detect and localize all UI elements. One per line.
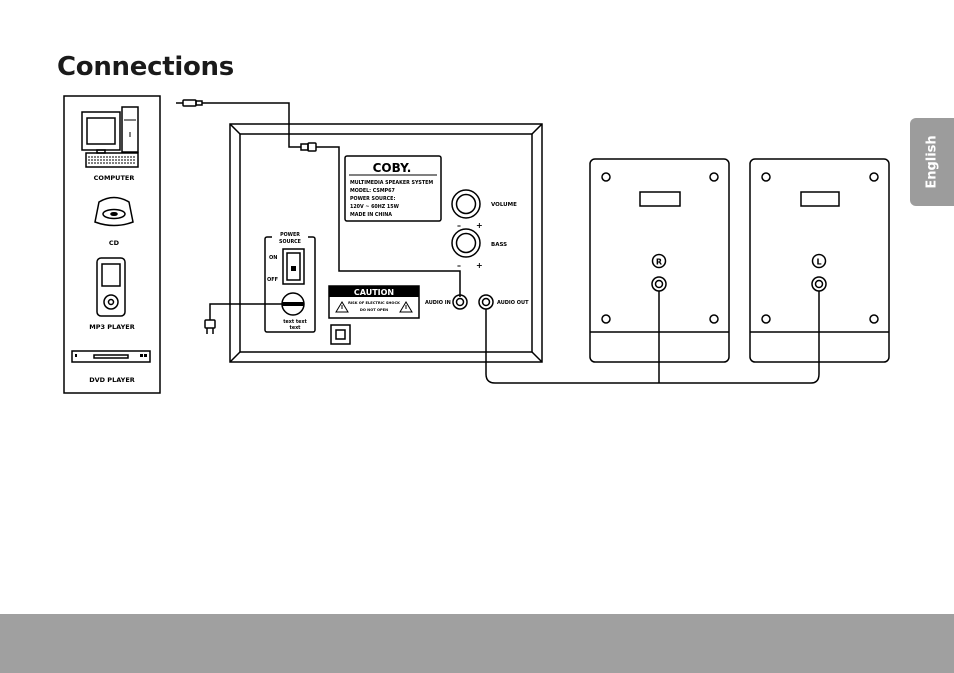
audio-in-jack[interactable] — [452, 294, 468, 310]
fuse-holder[interactable] — [281, 292, 305, 316]
mp3-player-icon — [96, 257, 126, 317]
right-channel-marker — [651, 253, 667, 269]
mp3-player-label: MP3 PLAYER — [89, 323, 134, 331]
fuse-text-line-2: text — [290, 325, 302, 331]
rating-line-4: 120V ~ 60HZ 15W — [350, 204, 400, 210]
bass-knob[interactable] — [451, 228, 481, 258]
page-title: Connections — [57, 52, 234, 82]
rating-line-1: MULTIMEDIA SPEAKER SYSTEM — [350, 180, 433, 186]
right-channel-label: R — [656, 258, 662, 267]
caution-label — [328, 285, 420, 319]
caution-line-2: DO NOT OPEN — [360, 308, 388, 312]
audio-out-label: AUDIO OUT — [497, 300, 529, 306]
footer-bar — [0, 614, 954, 673]
language-tab[interactable]: English — [910, 118, 954, 206]
rating-line-5: MADE IN CHINA — [350, 212, 392, 218]
rating-line-2: MODEL: CSMP67 — [350, 188, 395, 194]
volume-knob[interactable] — [451, 189, 481, 219]
computer-label: COMPUTER — [94, 174, 135, 182]
subwoofer-back-panel: COBY. MULTIMEDIA SPEAKER SYSTEM MODEL: C… — [229, 123, 543, 363]
bass-minus: – — [457, 261, 461, 270]
square-socket — [330, 324, 351, 345]
power-on-label: ON — [269, 255, 277, 261]
power-cord — [204, 303, 282, 334]
power-source-line-2: SOURCE — [279, 239, 301, 245]
fuse-text-line-1: text text — [283, 319, 307, 325]
cd-label: CD — [109, 239, 120, 247]
dvd-player-icon — [71, 350, 151, 363]
volume-minus: – — [457, 221, 461, 230]
rating-label-box — [344, 155, 442, 222]
left-channel-label: L — [816, 258, 821, 267]
source-audio-cable — [176, 99, 461, 297]
caution-title: CAUTION — [354, 288, 394, 297]
caution-line-1: RISK OF ELECTRIC SHOCK — [348, 301, 400, 305]
bass-plus: + — [476, 261, 483, 270]
brand-logo: COBY. — [373, 161, 412, 175]
power-switch[interactable] — [282, 248, 305, 285]
power-off-label: OFF — [267, 277, 278, 283]
speaker-cable — [485, 291, 820, 384]
bass-label: BASS — [491, 242, 507, 248]
cd-player-icon — [94, 196, 134, 227]
audio-in-label: AUDIO IN — [425, 300, 451, 306]
left-channel-marker — [811, 253, 827, 269]
power-switch-area: POWER SOURCE ON OFF — [264, 232, 316, 333]
computer-icon — [81, 106, 139, 168]
dvd-player-label: DVD PLAYER — [89, 376, 135, 384]
audio-out-jack[interactable] — [478, 294, 494, 310]
power-source-line-1: POWER — [280, 232, 300, 238]
volume-label: VOLUME — [491, 202, 517, 208]
rating-line-3: POWER SOURCE: — [350, 196, 395, 202]
volume-plus: + — [476, 221, 483, 230]
source-devices-panel: COMPUTER CD MP3 PLAYER DVD PLAYER — [63, 95, 161, 394]
